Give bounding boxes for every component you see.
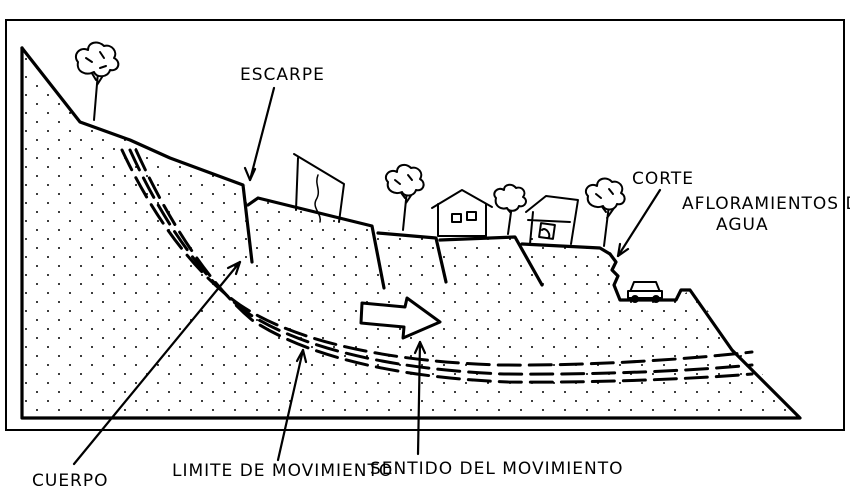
tree-4 bbox=[584, 177, 626, 247]
tree-3 bbox=[493, 183, 527, 235]
car bbox=[627, 281, 663, 303]
slope-body bbox=[22, 48, 800, 418]
road-cut-line bbox=[20, 46, 802, 420]
label-corte: CORTE bbox=[632, 169, 694, 189]
label-escarpe: ESCARPE bbox=[240, 65, 325, 85]
escarpe-leader bbox=[248, 86, 276, 182]
corte-leader bbox=[616, 188, 662, 258]
leaning-shed bbox=[293, 153, 345, 223]
ground-surface-line bbox=[20, 46, 254, 264]
diagram-border bbox=[5, 19, 845, 431]
ground-surface-line-2 bbox=[246, 196, 386, 290]
movement-arrow bbox=[359, 296, 442, 340]
label-agua: AGUA bbox=[716, 215, 769, 235]
label-limite-de-movimiento: LIMITE DE MOVIMIENTO bbox=[172, 461, 393, 481]
house-2-tilted bbox=[525, 195, 579, 245]
label-sentido-del-movimiento: SENTIDO DEL MOVIMIENTO bbox=[370, 459, 624, 479]
slip-surface bbox=[120, 148, 754, 384]
ground-surface-line-3 bbox=[376, 231, 448, 284]
label-cuerpo: CUERPO bbox=[32, 471, 109, 491]
house-1 bbox=[431, 189, 493, 237]
sentido-leader bbox=[416, 340, 422, 456]
label-afloramientos: AFLORAMIENTOS DE bbox=[682, 194, 850, 214]
ground-surface-line-4 bbox=[438, 235, 544, 287]
cuerpo-leader bbox=[72, 260, 242, 466]
limite-leader bbox=[276, 348, 305, 462]
ground-surface-line-5 bbox=[520, 242, 612, 256]
leader-lines bbox=[72, 86, 662, 466]
tree-1 bbox=[74, 41, 120, 121]
tree-2 bbox=[384, 163, 425, 231]
